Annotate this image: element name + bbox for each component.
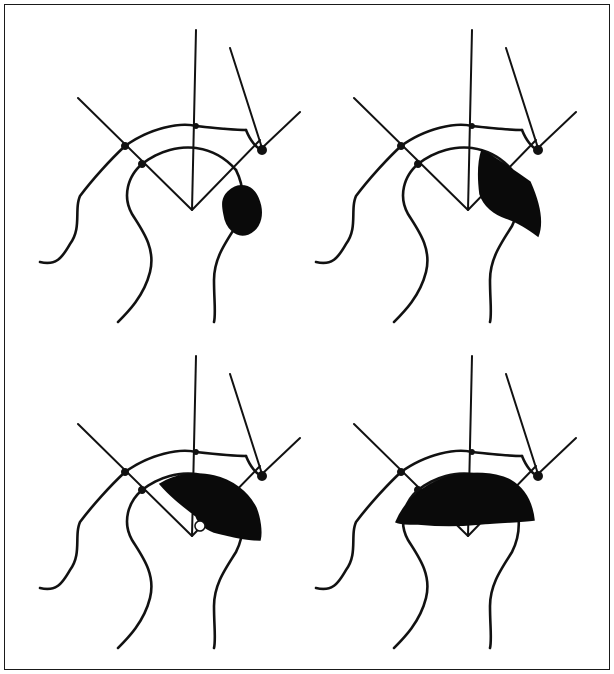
panel-bottom-left — [40, 356, 300, 648]
panel-bottom-right — [316, 356, 576, 648]
panel-top-right — [316, 30, 576, 322]
lesion-blob — [223, 186, 261, 235]
lesion-blob — [479, 150, 541, 236]
lesion-blob — [160, 474, 261, 540]
lesion-blob — [396, 473, 534, 525]
panel-top-left — [40, 30, 300, 322]
